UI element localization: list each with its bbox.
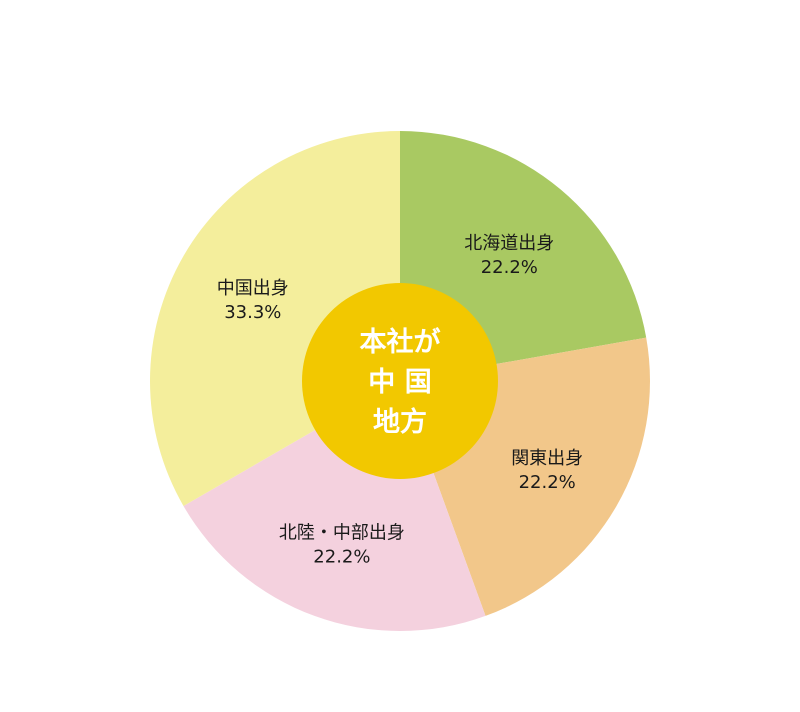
slice-category-label: 北陸・中部出身: [279, 523, 405, 544]
slice-value-label: 22.2%: [313, 547, 370, 568]
slice-category-label: 関東出身: [511, 448, 583, 469]
slice-category-label: 中国出身: [217, 278, 289, 299]
slice-category-label: 北海道出身: [464, 233, 554, 254]
slice-value-label: 22.2%: [481, 257, 538, 278]
slice-labels: 北海道出身 22.2% 関東出身 22.2% 北陸・中部出身 22.2% 中国出身 33.3%: [217, 233, 583, 568]
center-label-line: 中 国: [368, 367, 431, 398]
center-label-line: 本社が: [360, 326, 441, 358]
center-disc: [302, 283, 498, 479]
slice-value-label: 33.3%: [224, 302, 281, 323]
slice-value-label: 22.2%: [519, 472, 576, 493]
center-label-line: 地方: [373, 406, 427, 438]
